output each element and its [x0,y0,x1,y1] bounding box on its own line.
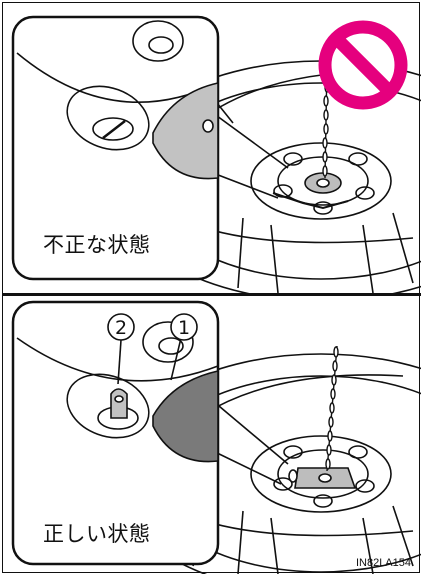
chain-bottom [325,345,339,472]
figure-code: IN82LA154 [355,557,411,569]
incorrect-illustration [11,15,421,293]
callout-number-2: 2 [107,313,135,341]
prohibition-icon [318,20,408,110]
callout-number-1: 1 [170,313,198,341]
correct-state-panel: 2 1 正しい状態 [3,296,421,574]
incorrect-caption: 不正な状態 [41,229,153,259]
magnified-callout-bottom: 2 1 [11,300,220,566]
callout-leader-top [212,112,289,199]
magnified-callout-top [11,15,220,281]
correct-illustration: 2 1 [11,300,421,574]
callout-leader-bottom [212,400,289,485]
svg-text:1: 1 [178,317,190,339]
correct-caption: 正しい状態 [41,518,153,548]
figure-frame: 不正な状態 [2,2,421,574]
svg-text:2: 2 [115,317,127,339]
panel-divider [3,293,421,296]
incorrect-state-panel: 不正な状態 [3,3,421,293]
